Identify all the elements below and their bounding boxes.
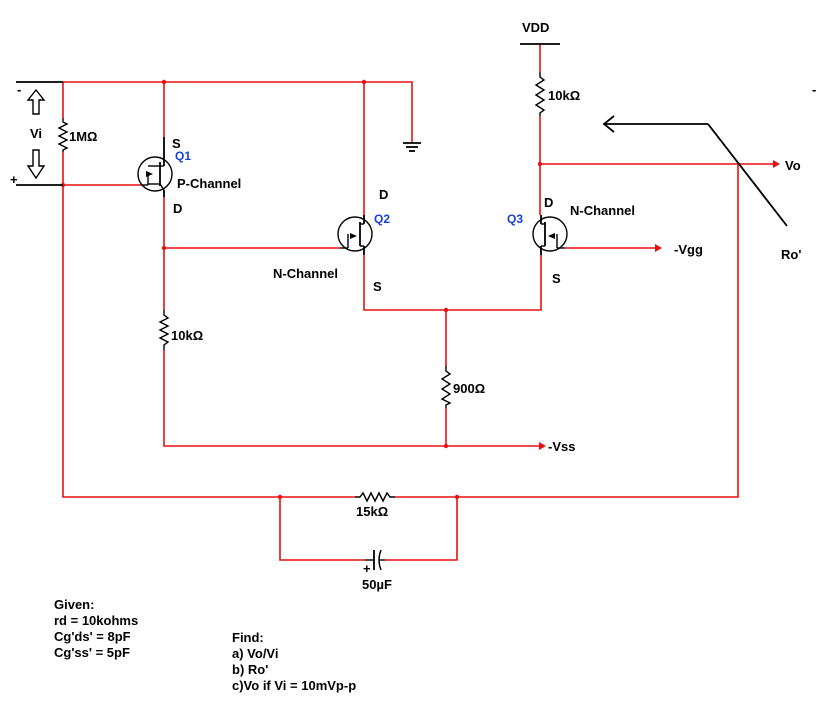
up-arrow-icon: [26, 88, 46, 115]
top-rail-wire: [63, 81, 413, 143]
resistors: [57, 72, 546, 503]
r-q1-label: 10kΩ: [171, 328, 203, 343]
q3-type-label: N-Channel: [570, 203, 635, 218]
junction-dot: [361, 79, 367, 85]
r-vdd-label: 10kΩ: [548, 88, 580, 103]
junction-dot: [161, 245, 167, 251]
find-notes: Find: a) Vo/Vi b) Ro' c)Vo if Vi = 10mVp…: [232, 630, 356, 694]
ro-annotation: [602, 115, 788, 227]
terminal-arrows: [539, 160, 780, 450]
q3-source-label: S: [552, 271, 561, 286]
find-c: c)Vo if Vi = 10mVp-p: [232, 678, 357, 693]
q2-drain-label: D: [379, 187, 388, 202]
capacitor-50u: [365, 549, 385, 571]
vi-label: Vi: [30, 126, 42, 141]
junction-dot: [443, 307, 449, 313]
given-notes: Given: rd = 10kohms Cg'ds' = 8pF Cg'ss' …: [54, 597, 138, 661]
corner-dash-label: -: [812, 82, 816, 97]
ro-leader-line: [707, 123, 788, 227]
q3-drain-label: D: [544, 195, 553, 210]
vo-label: Vo: [785, 158, 801, 173]
resistor-1m: [57, 118, 69, 152]
cap-plus-label: +: [363, 561, 371, 576]
q3-name-label: Q3: [507, 212, 523, 226]
find-a: a) Vo/Vi: [232, 646, 279, 661]
r1m-label: 1MΩ: [69, 129, 97, 144]
junction-dots: [60, 79, 543, 500]
ground-icon: [403, 142, 421, 152]
junction-dot: [161, 79, 167, 85]
q1-type-label: P-Channel: [177, 176, 241, 191]
cap-branch-wire: [279, 497, 458, 561]
input-terminals: [16, 81, 63, 186]
r900-label: 900Ω: [453, 381, 485, 396]
resistor-900: [440, 366, 452, 408]
vi-minus-label: -: [17, 82, 21, 97]
given-rd: rd = 10kohms: [54, 613, 139, 628]
ro-arrow-icon: [602, 115, 615, 133]
vo-arrow-icon: [773, 160, 780, 168]
vdd-label: VDD: [522, 20, 549, 35]
r15k-label: 15kΩ: [356, 504, 388, 519]
junction-dot: [277, 494, 283, 500]
wires: [62, 44, 778, 561]
q1-source-label: S: [172, 136, 181, 151]
q1-drain-wire: [163, 197, 542, 447]
vi-left-wire: [62, 82, 280, 498]
resistor-15k: [355, 491, 395, 503]
vgg-arrow-icon: [655, 244, 662, 252]
ro-label: Ro': [781, 247, 801, 262]
vss-label: -Vss: [548, 439, 575, 454]
vss-arrow-icon: [539, 442, 546, 450]
find-b: b) Ro': [232, 662, 269, 677]
given-title: Given:: [54, 597, 95, 612]
q2-type-label: N-Channel: [273, 266, 338, 281]
labels: VDD - + Vi - 1MΩ 10kΩ 10kΩ 900Ω 15kΩ 50µ…: [10, 20, 816, 592]
junction-dot: [537, 161, 543, 167]
c50u-label: 50µF: [362, 577, 392, 592]
junction-dot: [454, 494, 460, 500]
source-bus-wire: [363, 255, 542, 311]
transistor-q1: [137, 137, 173, 197]
resistor-10k-q1: [158, 310, 170, 350]
find-title: Find:: [232, 630, 264, 645]
transistor-q3: [532, 215, 568, 255]
q2-source-label: S: [373, 279, 382, 294]
resistor-10k-vdd: [534, 72, 546, 116]
down-arrow-icon: [26, 149, 46, 180]
given-cgd: Cg'ds' = 8pF: [54, 629, 131, 644]
vgg-label: -Vgg: [674, 242, 703, 257]
q2-name-label: Q2: [374, 212, 390, 226]
q1-name-label: Q1: [175, 149, 191, 163]
transistor-q2: [337, 215, 373, 255]
feedback-right-wire: [457, 164, 739, 498]
given-cgs: Cg'ss' = 5pF: [54, 645, 130, 660]
vi-plus-label: +: [10, 172, 18, 187]
junction-dot: [443, 443, 449, 449]
q1-drain-label: D: [173, 201, 182, 216]
